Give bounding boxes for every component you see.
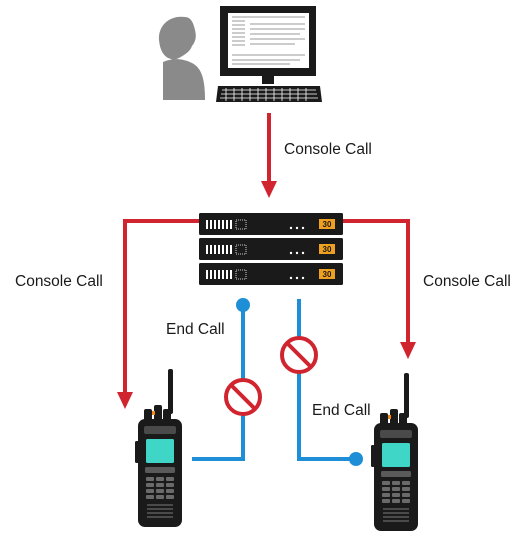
portable-radio-icon-right [370,372,419,532]
console-call-arrow-right [342,219,416,359]
computer-console-icon [216,6,322,102]
end-call-label-right: End Call [312,402,371,419]
prohibited-icon-left [224,378,262,416]
server-stack-icon [198,212,344,286]
end-call-label-left: End Call [166,321,225,338]
console-call-arrow-left [117,219,199,409]
server-display-1: 30 [323,220,332,229]
prohibited-icon-right [280,336,318,374]
server-display-2: 30 [323,245,332,254]
person-icon [158,16,205,100]
console-call-label-right: Console Call [423,273,511,290]
end-call-line-left [192,298,250,461]
console-call-label-left: Console Call [15,273,103,290]
end-call-line-right [297,299,363,466]
portable-radio-icon-left [134,368,183,528]
server-display-3: 30 [323,270,332,279]
console-call-arrow-top [261,113,277,198]
console-call-label-top: Console Call [284,141,372,158]
